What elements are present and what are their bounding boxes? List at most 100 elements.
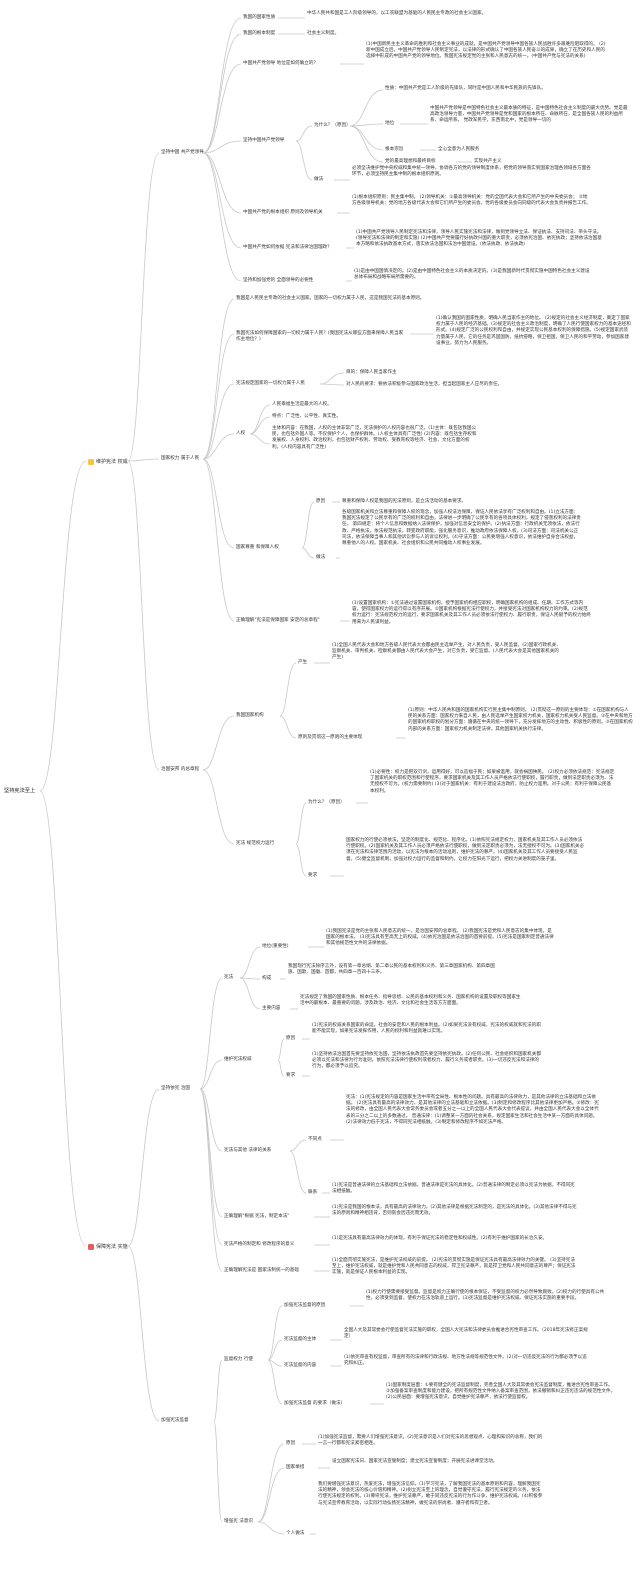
node-e1-reason-key[interactable]: 加强宪法监督的原因 (284, 1303, 326, 1308)
connector-line (199, 1088, 223, 1272)
topic-constitutional-supervision[interactable]: 加强宪法监督 (161, 1418, 189, 1423)
node-a4-key[interactable]: 坚持中国共产党领导 (243, 138, 285, 143)
connector-line (277, 1038, 285, 1061)
node-a7-value: (1)是由中国国情决定的。(2)是由中国特色社会主义的本质决定的。(3)是我国新… (354, 269, 590, 281)
node-c2-requirement-key[interactable]: 要求 (308, 873, 318, 878)
connector-line (199, 1059, 223, 1090)
node-a4-how-key[interactable]: 做法 (314, 177, 324, 182)
connector-line (202, 458, 235, 622)
node-d3-diff-value: 宪法：(1)宪法规定的内容是国家生活中带有全局性、根本性的问题。具有最高的法律效… (346, 1095, 599, 1125)
connector-line (349, 125, 384, 163)
node-e1-requirement-key[interactable]: 加强宪法监督 的要求（做法） (284, 1401, 346, 1406)
node-b5-key[interactable]: 国家尊重 和保障人权 (236, 545, 279, 550)
connector-line (239, 977, 261, 1010)
node-e1-content-value: (1)依宪审查有权监督，审查所有的法律和行政法规、地方性法规等规范性文件。(2)… (344, 1355, 587, 1367)
connector-line (301, 547, 315, 559)
connector-line (202, 383, 235, 460)
node-b6-value: (1)设置国家机构：①宪法通过设置国家机构，授予国家机构相应职权，明确国家机构的… (352, 601, 591, 625)
node-a4-status-key[interactable]: 地位 (385, 121, 395, 126)
node-e2-personal-value: 我们要增强宪法意识，热爱宪法，增强宪法信仰。(1)学习宪法，了解我国宪法的基本原… (318, 1482, 543, 1506)
node-d1-structure-key[interactable]: 构成 (262, 976, 272, 981)
node-b4-subject-content: 主体和内容：在我国，人权的主体非常广泛，宪法保护的人权内容也很广泛。(1)主体：… (272, 426, 477, 450)
node-d4-key[interactable]: 正确理解"根据 宪法，制定本法" (224, 1214, 290, 1219)
node-e2-personal-key[interactable]: 个人做法 (286, 1531, 305, 1536)
node-d2-requirement-key[interactable]: 要求 (286, 1073, 296, 1078)
node-a1-key[interactable]: 我国的国家性质 (243, 15, 276, 20)
node-a6-key[interactable]: 中国共产党如何依据 宪法和法律治国理政？ (243, 245, 332, 250)
node-b2-key[interactable]: 我国宪法如何保障国家的一切权力属于人民？(我国宪法从哪些方面来保障人民当家作主地… (236, 331, 404, 343)
node-d1-status-value: (1)我国宪法是党的主张和人民意志的统一，是治国安邦的总章程。 (2)我国宪法是… (326, 929, 554, 947)
node-a5-key[interactable]: 中国共产党的根本组织 原则及领导机关 (243, 210, 323, 215)
connector-line (239, 977, 261, 980)
node-c2-why-key[interactable]: 为什么？（原因） (308, 800, 345, 805)
node-e1-key[interactable]: 监督权力 行使 (224, 1357, 254, 1362)
node-d2-reason-key[interactable]: 原因 (286, 1036, 296, 1041)
node-e2-reason-value: (1)加强宪法监督，需要人们增强宪法意识。(2)宪法意识是人们对宪法的思想观点、… (318, 1435, 543, 1447)
node-e2-state-value: 设立国家宪法日、国家宪法宣誓制度；建立宪法宣誓制度；开展宪法进课堂活动。 (332, 1459, 498, 1464)
connector-line (239, 946, 261, 979)
connector-line (202, 63, 242, 154)
node-d5-key[interactable]: 宪法严格的制定和 修改程序的意义 (224, 1242, 295, 1247)
node-b3-key[interactable]: 宪法规定国家的一切权力属于人民 (236, 381, 305, 386)
node-a4-purpose-key[interactable]: 根本宗旨 (385, 147, 404, 152)
connector-line (202, 17, 242, 154)
node-d1-key[interactable]: 宪法 (224, 975, 234, 980)
node-d4-value: (1)宪法是我国的根本法，具有最高的法律效力。(2)其他法律是根据宪法制定的，是… (332, 1205, 577, 1217)
node-a4-why[interactable]: 为什么？（原因） (314, 123, 351, 128)
topic-power-belongs-to-people[interactable]: 国家权力 属于人民 (161, 456, 200, 461)
node-d3-link-key[interactable]: 联系 (308, 1190, 318, 1195)
connector-line (295, 843, 307, 877)
connector-line (202, 769, 235, 845)
node-a3-value: (1)中国新民主主义革命的胜利和社会主义事业的成就，是中国共产党领导中国各族人民… (366, 42, 606, 60)
connector-line (249, 416, 271, 435)
node-d1-status-key[interactable]: 地位(重要性) (262, 944, 289, 949)
node-d1-content-value: 宪法规定了我国的国家性质、根本任务、指导思想、公民的基本权利和义务、国家机构的设… (300, 995, 521, 1007)
node-e2-reason-key[interactable]: 原因 (286, 1441, 296, 1446)
node-a2-key[interactable]: 我国的根本制度 (243, 31, 276, 36)
node-b5-reason-key[interactable]: 原因 (316, 499, 326, 504)
node-d3-diff-key[interactable]: 不同点 (308, 1137, 322, 1142)
connector-line (213, 1359, 223, 1422)
node-c1-principle-key[interactable]: 原则及贯彻这一原则的主要体现 (298, 735, 363, 740)
node-e1-subject-value: 全国人大及其常委会行使监督宪法实施的职权，全国人大宪法和法律委员会推进合宪性审查… (344, 1328, 588, 1340)
node-e2-state-key[interactable]: 国家举措 (286, 1465, 305, 1470)
connector-line (39, 790, 87, 1247)
section-badge-maintain-authority[interactable]: 维护宪法 权威 (88, 458, 128, 465)
node-b3-goal: 目的：保障人民当家作主 (346, 370, 397, 375)
node-b6-key[interactable]: 正确理解"宪法是保障国家 安定的总章程" (236, 618, 320, 623)
node-b4-key[interactable]: 人权 (236, 431, 246, 436)
connector-line (202, 715, 235, 771)
connector-line (39, 460, 87, 792)
node-a4-how-value: 必须坚决维护党中央权威和集中统一领导，协调各方的党的领导制度体系，把党的领导落实… (352, 166, 591, 178)
node-a3-key[interactable]: 中国共产党领导 地位是如何确立的？ (243, 61, 318, 66)
node-e1-reason-value: (1)权力行使需要接受监督。监督是权力正确行使的根本保证，不受监督的权力必然导致… (366, 1290, 605, 1302)
node-a7-key[interactable]: 坚持和加强党的 全面领导的必要性 (243, 278, 314, 283)
connector-line (279, 662, 297, 717)
node-d3-key[interactable]: 宪法与其他 法律的关系 (224, 1148, 272, 1153)
node-c1-key[interactable]: 我国国家机构 (236, 713, 264, 718)
connector-line (267, 1359, 283, 1405)
node-e2-key[interactable]: 增强宪 法意识 (224, 1519, 254, 1524)
node-a4-status-value: 中国共产党领导是中国特色社会主义最本质的特征，是中国特色社会主义制度的最大优势。… (430, 106, 628, 124)
connector-line (199, 1088, 223, 1152)
node-d2-requirement-value: (1)坚持依法治国首先要坚持依宪治国，坚持依法执政首先要坚持依宪执政。(2)任何… (312, 1052, 541, 1070)
node-a4-goal-key[interactable]: 党的最高理想和最终目标 (385, 159, 436, 164)
topic-general-charter[interactable]: 治国安邦 的总章程 (161, 767, 200, 772)
node-d6-key[interactable]: 正确理解宪法是 国家法制统一的基础 (224, 1268, 299, 1273)
node-e1-content-key[interactable]: 宪法监督的内容 (284, 1363, 317, 1368)
node-d1-content-key[interactable]: 主要内容 (262, 1006, 281, 1011)
node-e1-subject-key[interactable]: 宪法监督的主体 (284, 1337, 317, 1342)
connector-line (202, 298, 235, 460)
node-c1-origin-key[interactable]: 产生 (298, 660, 308, 665)
node-d2-key[interactable]: 维护宪法权威 (224, 1057, 252, 1062)
connector-line (202, 152, 242, 282)
topic-party-leadership[interactable]: 坚持中国 共产党领导 (161, 150, 204, 155)
node-c2-key[interactable]: 宪法 规范权力运行 (236, 841, 275, 846)
node-b5-practice-key[interactable]: 做法 (316, 555, 326, 560)
topic-rule-by-constitution[interactable]: 坚持依宪 治国 (161, 1086, 191, 1091)
connector-line (279, 715, 297, 739)
connector-line (199, 977, 223, 1090)
root-node[interactable]: 坚持宪法至上 (4, 788, 36, 794)
node-d2-reason-value: (1)宪法的权威关系国家的命运，社会的安定和人民的根本利益。(2)如果宪法没有权… (312, 1023, 541, 1035)
section-badge-guarantee-implementation[interactable]: 保障宪法 实施 (88, 1243, 128, 1250)
